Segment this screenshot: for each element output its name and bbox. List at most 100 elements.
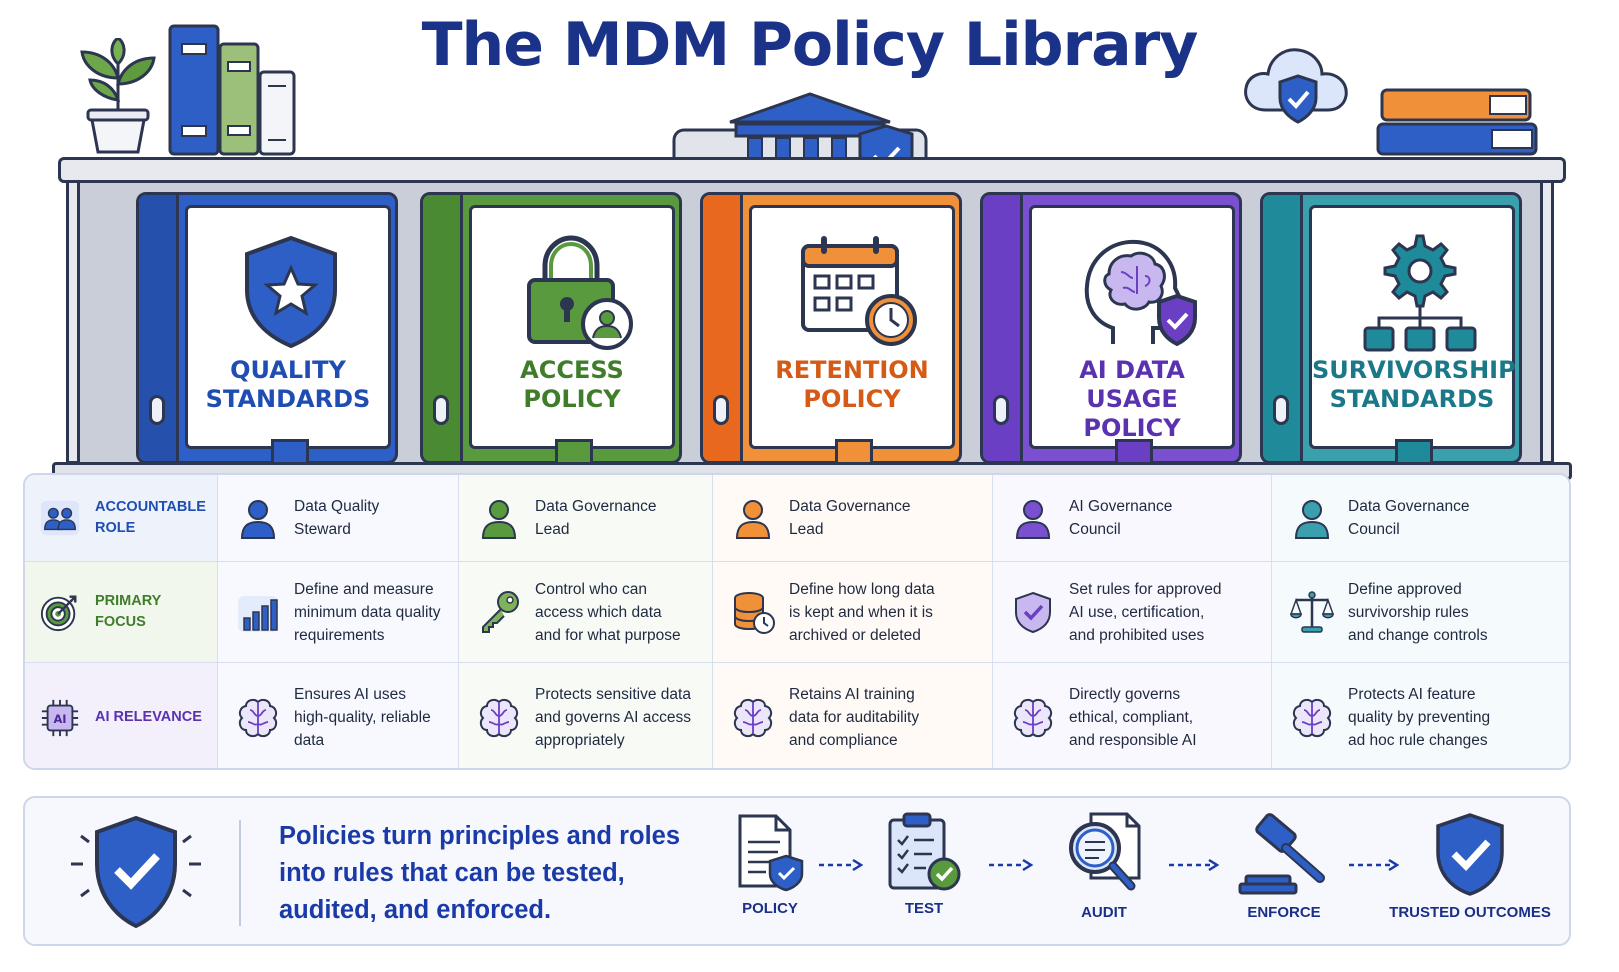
binder-title-line1: AI DATA USAGE	[1079, 356, 1185, 413]
binder-title-line1: QUALITY	[230, 356, 346, 384]
shield-star-icon	[245, 235, 337, 349]
cell-line: Lead	[535, 521, 570, 538]
binder-title-line1: SURVIVORSHIP	[1312, 356, 1516, 384]
shelf-side-right	[1540, 180, 1554, 464]
cell-line: data for auditability	[789, 709, 920, 726]
message-line: Policies turn principles and roles	[279, 822, 681, 850]
brain-icon	[733, 698, 773, 737]
cell-line: Data Governance	[1348, 498, 1470, 515]
person-icon	[1294, 500, 1330, 539]
flow-step-label: TRUSTED OUTCOMES	[1389, 904, 1551, 921]
cell-line: Data Governance	[535, 498, 657, 515]
flow-step-audit: AUDIT	[1049, 812, 1159, 921]
row-header-line2: FOCUS	[95, 614, 146, 630]
calendar-clock-icon	[801, 236, 917, 346]
row-header: PRIMARY FOCUS	[25, 562, 217, 662]
summary-message: Policies turn principles and roles into …	[279, 818, 699, 929]
cell-line: Directly governs	[1069, 686, 1181, 703]
flow-arrow-icon	[819, 858, 864, 872]
gear-hierarchy-icon	[1363, 234, 1477, 352]
binder-title-line2: POLICY	[523, 385, 621, 413]
cell-line: Data Governance	[789, 498, 911, 515]
shield-check-icon	[71, 815, 201, 929]
cell-line: Data Quality	[294, 498, 380, 515]
cell-line: Protects AI feature	[1348, 686, 1476, 703]
plant-icon	[80, 38, 156, 154]
binder-access-policy[interactable]: ACCESS POLICY	[420, 192, 682, 467]
table-cell: Define and measure minimum data quality re…	[217, 562, 458, 662]
cell-line: AI use, certification,	[1069, 603, 1205, 621]
cell-line: AI Governance	[1069, 498, 1173, 515]
flow-step-label: AUDIT	[1081, 904, 1127, 921]
magnifier-document-icon	[1069, 812, 1141, 891]
cell-line: and governs AI access	[535, 709, 691, 726]
shield-check-icon	[1436, 813, 1504, 896]
scales-icon	[1290, 591, 1334, 633]
binder-ai-data-usage-policy[interactable]: AI DATA USAGE POLICY	[980, 192, 1242, 467]
flow-step-test: TEST	[865, 812, 983, 917]
cell-line: Ensures AI uses	[294, 686, 407, 703]
cell-line: and compliance	[789, 732, 898, 749]
cell-line: Define how long data	[789, 580, 935, 598]
key-icon	[482, 591, 519, 633]
row-header: ACCOUNTABLE ROLE	[25, 475, 217, 561]
binder-retention-policy[interactable]: RETENTION POLICY	[700, 192, 962, 467]
cell-line: Define and measure	[294, 580, 434, 598]
cell-line: and change controls	[1348, 626, 1488, 644]
cell-line: and for what purpose	[535, 626, 681, 644]
bar-chart-icon	[238, 596, 278, 632]
binder-quality-standards[interactable]: QUALITY STANDARDS	[136, 192, 398, 467]
person-icon	[735, 500, 771, 539]
row-header-line2: ROLE	[95, 520, 136, 536]
message-line: into rules that can be tested,	[279, 859, 625, 887]
row-header-line1: PRIMARY	[95, 593, 162, 609]
row-header: AI AI RELEVANCE	[25, 663, 217, 768]
binder-title-line1: ACCESS	[520, 356, 624, 384]
cell-line: Council	[1069, 521, 1121, 538]
cell-line: access which data	[535, 603, 662, 621]
shelf-side-left	[66, 180, 80, 464]
table-row-primary-focus: PRIMARY FOCUS Define and measure minimum …	[25, 561, 1569, 662]
binder-title-line2: STANDARDS	[1329, 385, 1495, 413]
cell-line: Council	[1348, 521, 1400, 538]
binder-survivorship-standards[interactable]: SURVIVORSHIP STANDARDS	[1260, 192, 1522, 467]
flow-step-policy: POLICY	[717, 812, 823, 917]
flow-arrow-icon	[989, 858, 1034, 872]
cell-line: appropriately	[535, 732, 625, 749]
brain-icon	[1013, 698, 1053, 737]
clipboard-check-icon	[888, 812, 961, 891]
cell-line: requirements	[294, 626, 385, 644]
target-icon	[40, 595, 77, 632]
flow-step-label: POLICY	[742, 900, 798, 917]
ai-chip-icon: AI	[41, 699, 79, 736]
cell-line: ethical, compliant,	[1069, 709, 1194, 726]
table-cell: Define how long data is kept and when it …	[712, 562, 992, 662]
person-icon	[240, 500, 276, 539]
flow-step-trusted-outcomes: TRUSTED OUTCOMES	[1385, 812, 1555, 921]
cell-line: minimum data quality	[294, 603, 441, 621]
row-header-line1: AI RELEVANCE	[95, 709, 202, 725]
flow-step-label: ENFORCE	[1247, 904, 1321, 921]
cell-line: data	[294, 732, 325, 749]
cell-line: survivorship rules	[1348, 603, 1469, 621]
page-title: The MDM Policy Library	[421, 10, 1199, 80]
flow-arrow-icon	[1349, 858, 1400, 872]
summary-panel: Policies turn principles and roles into …	[23, 796, 1571, 946]
book-stack-left-icon	[168, 24, 296, 156]
cell-line: ad hoc rule changes	[1348, 732, 1488, 749]
binder-title-line2: STANDARDS	[205, 385, 371, 413]
cell-line: is kept and when it is	[789, 603, 933, 621]
cell-line: Lead	[789, 521, 824, 538]
people-icon	[40, 500, 80, 536]
